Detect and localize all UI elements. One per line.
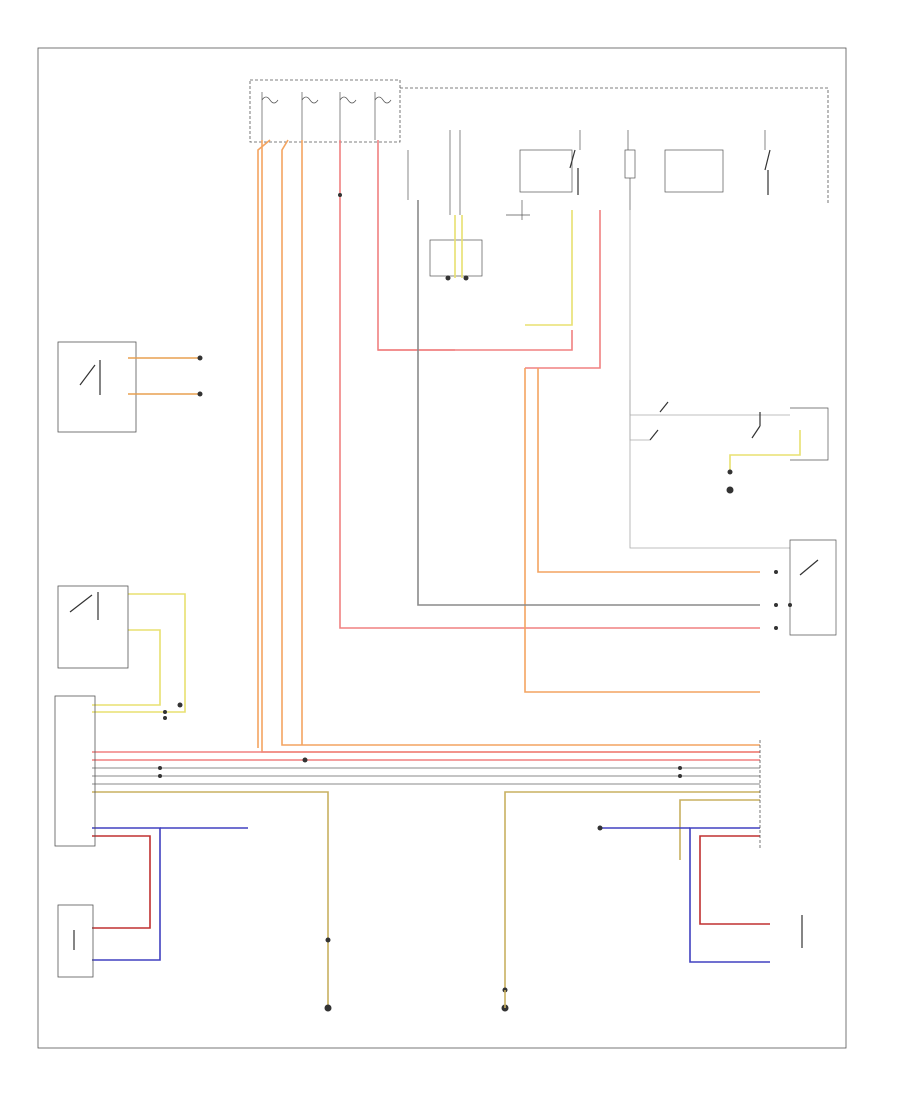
splice-2 [338,193,342,197]
module-switch-2 [764,149,771,195]
wire-blue-right [689,827,770,963]
wire-yellow-left-2 [92,629,161,706]
wire-pink-3 [339,140,760,629]
wires [92,139,801,990]
wire-thin-right-1 [629,210,790,549]
wire-yellow-left-bus [92,791,329,940]
control-module-outline [400,87,829,205]
left-switch-top [57,341,203,433]
left-switch-box-1 [57,341,137,433]
fuse-2 [301,92,319,140]
wire-thin-right-2 [629,380,790,416]
wire-yellow-left-1 [92,593,186,713]
module-sensor-box-2 [664,149,724,193]
wire-blue-left [92,827,161,961]
wire-red-left [92,835,151,929]
wire-orange-1 [261,140,760,753]
module-switch-1 [569,149,579,195]
wire-orange-module-2 [524,368,760,693]
module-resistor [624,149,636,179]
wire-yellow-right [729,430,801,472]
left-bottom-switch [57,904,94,978]
wire-pink-6 [525,210,601,369]
wire-red-right [699,835,770,925]
wire-gray [417,200,760,606]
connector-box [429,239,483,277]
wire-yellow-right-bus [504,791,760,990]
ground-right [501,987,509,1012]
left-bottom-switch-box [57,904,94,978]
fuse-4 [374,92,392,140]
ground-right-top [726,486,734,494]
wire-thin-right-3 [629,390,650,441]
fuse-1 [261,92,279,140]
wire-pink-4 [377,140,455,351]
left-switch-mid [57,585,129,669]
wire-yellow-module [525,210,573,326]
right-module [597,740,761,850]
left-module-box [54,695,96,847]
left-switch-box-2 [57,585,129,669]
right-switch-box [774,539,837,636]
fuse-panel-outline [249,79,401,143]
wire-orange-1b [257,139,271,748]
module-sensor-box-1 [519,149,573,193]
fuse-3 [339,92,357,140]
wire-orange-2 [281,139,760,746]
wire-pink-5 [378,330,573,351]
wire-yellow-right-2 [679,799,760,860]
ground-left [324,937,332,1012]
splice-1 [302,757,308,763]
connector-block-mid [429,239,483,281]
diagram-frame [37,47,847,1049]
fuse-block-top [249,79,829,220]
right-relay-top [649,401,829,475]
wire-orange-module-1 [537,368,760,573]
left-module [54,695,183,847]
